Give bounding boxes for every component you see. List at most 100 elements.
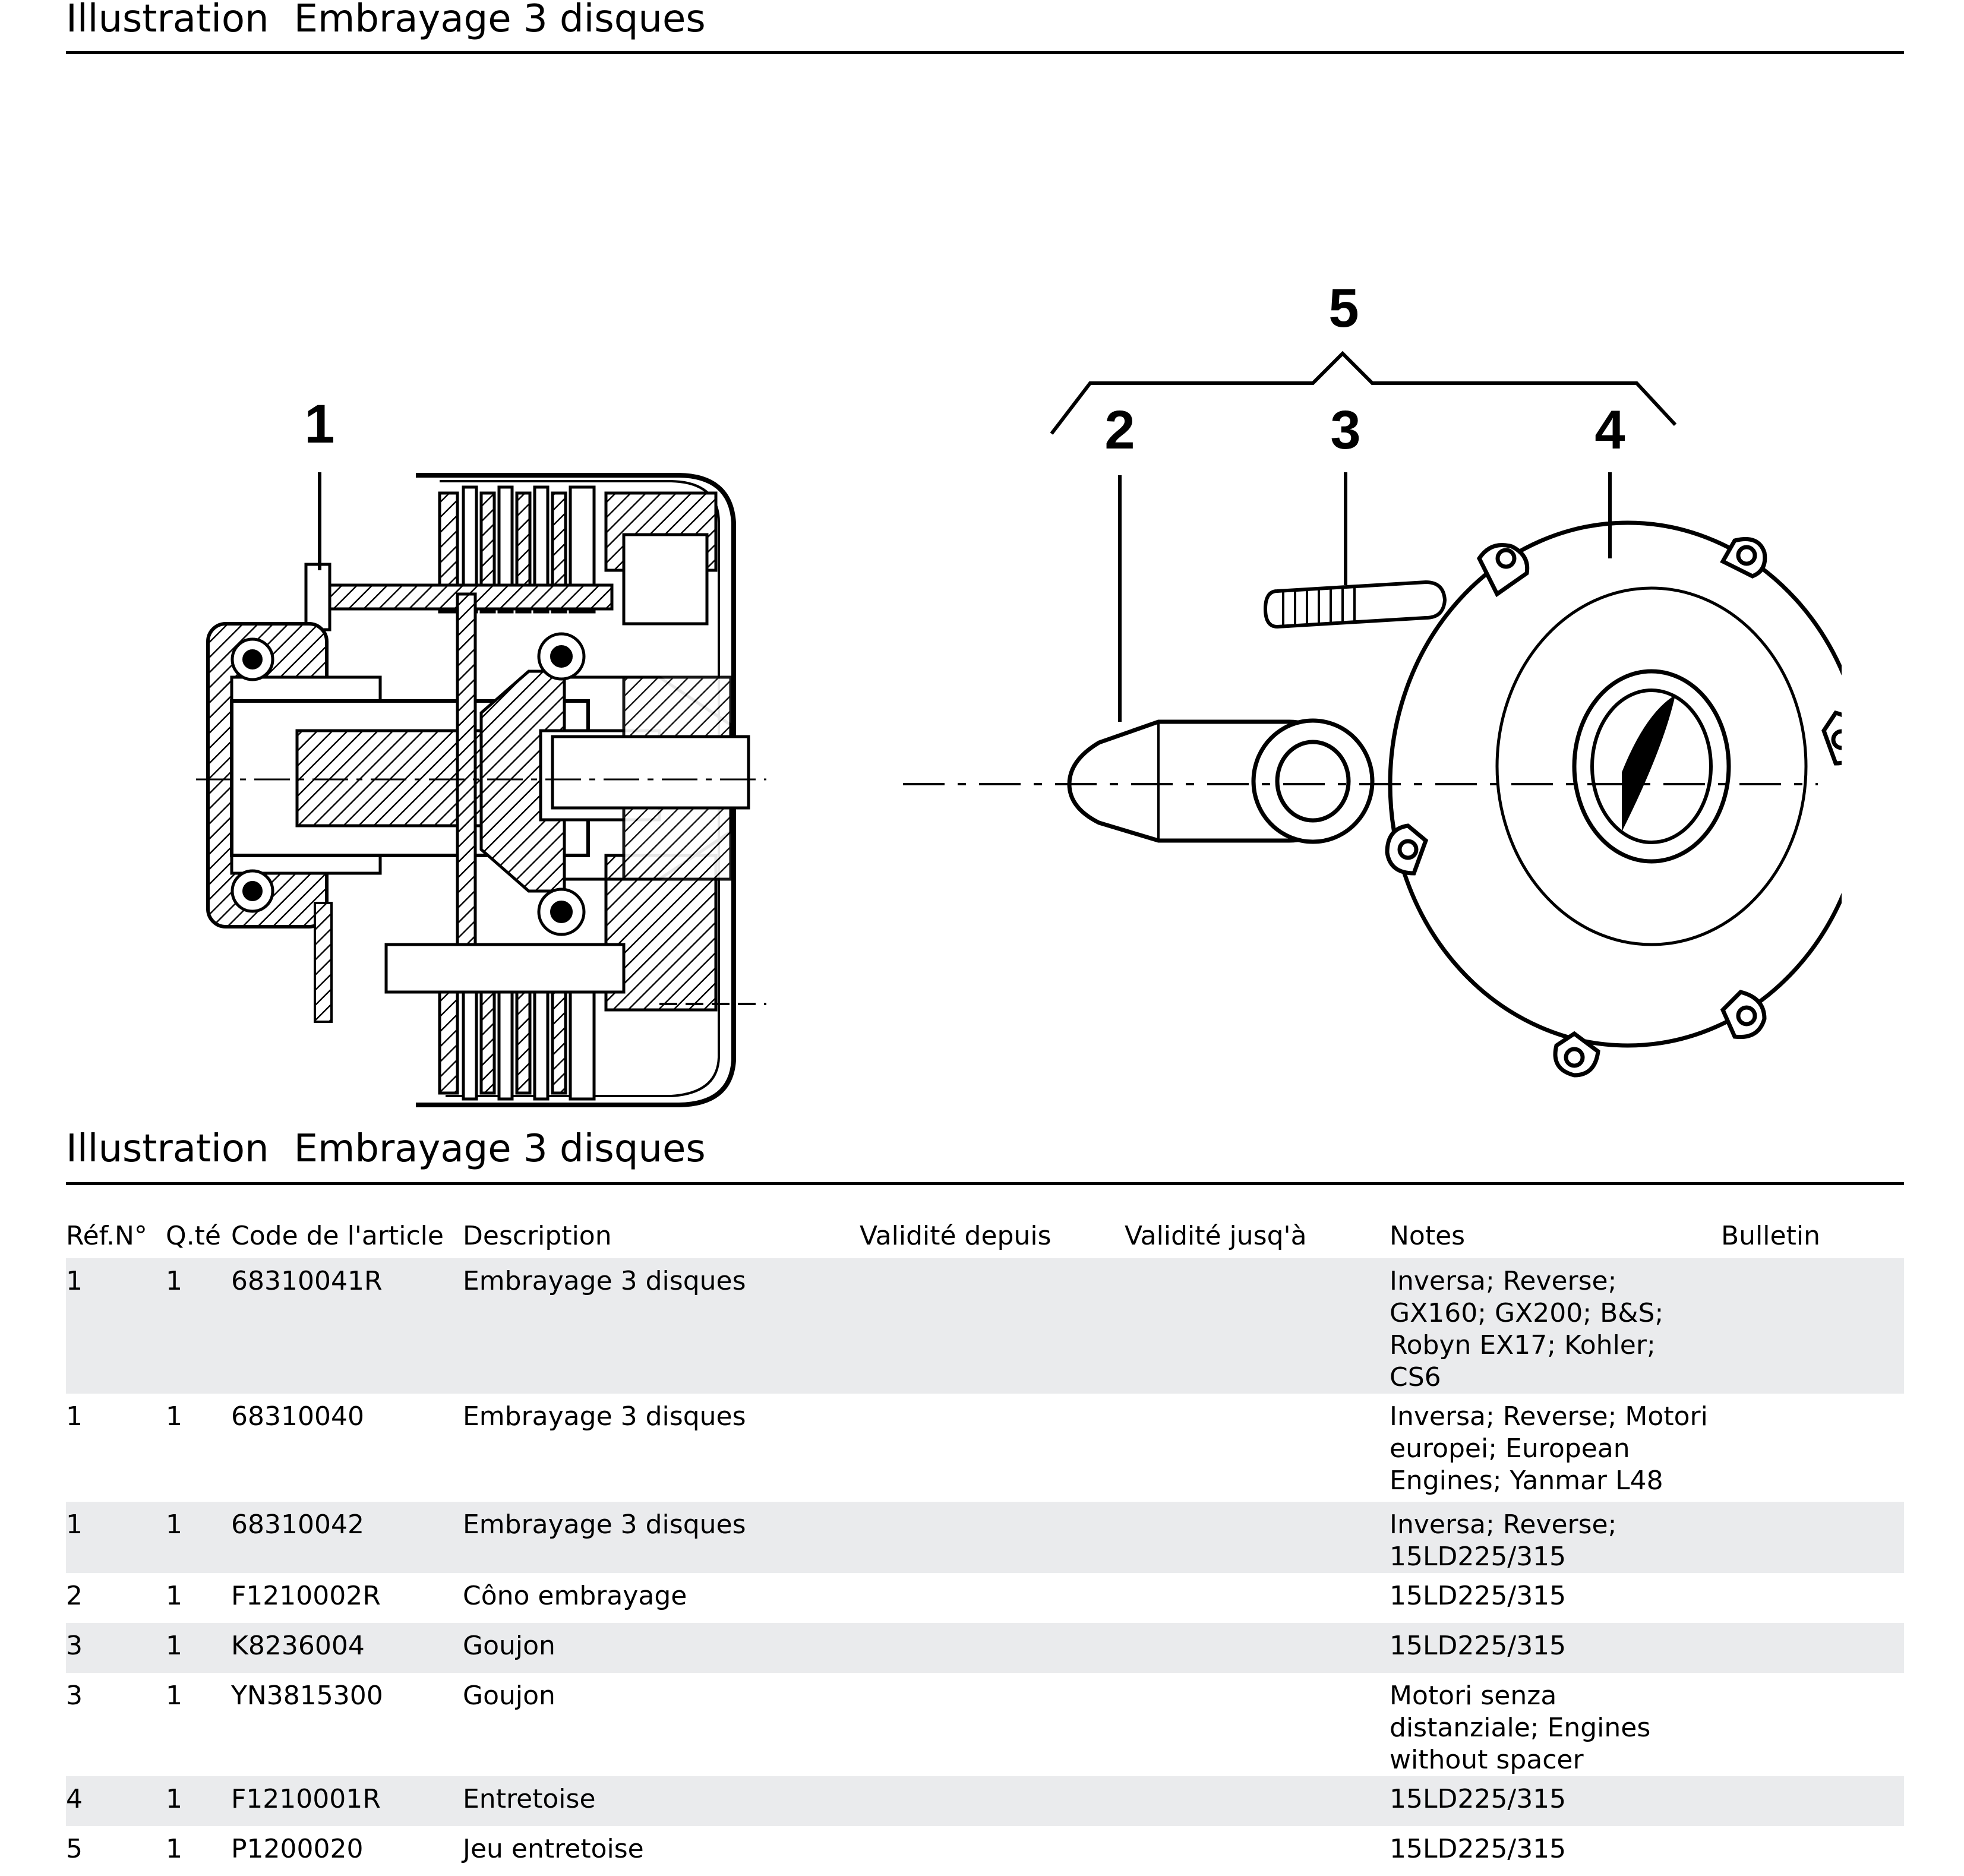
cell-valid-from <box>860 1826 1125 1876</box>
cell-description: Jeu entretoise <box>463 1834 644 1864</box>
table-row: 2 1 F1210002R Côno embrayage 15LD225/315 <box>66 1573 1904 1623</box>
stud-part <box>1263 580 1447 629</box>
header-qty: Q.té <box>166 1221 221 1251</box>
header-description: Description <box>463 1221 612 1251</box>
table-row: 4 1 F1210001R Entretoise 15LD225/315 <box>66 1776 1904 1826</box>
table-row: 1 1 68310041R Embrayage 3 disques Invers… <box>66 1258 1904 1394</box>
cell-qty: 1 <box>166 1581 182 1611</box>
cell-valid-from <box>860 1776 1125 1826</box>
cell-qty: 1 <box>166 1681 182 1711</box>
cell-bulletin <box>1721 1258 1904 1394</box>
cell-qty: 1 <box>166 1834 182 1864</box>
header-notes: Notes <box>1390 1221 1466 1251</box>
cell-code: F1210001R <box>231 1776 463 1826</box>
cell-code: P1200020 <box>231 1834 364 1864</box>
callout-3: 3 <box>1330 400 1360 460</box>
callout-4: 4 <box>1594 400 1625 460</box>
table-row: 5 1 P1200020 Jeu entretoise 15LD225/315 <box>66 1826 1904 1876</box>
page-title: Illustration Embrayage 3 disques <box>66 0 706 38</box>
cell-valid-from <box>860 1573 1125 1623</box>
cell-notes: Inversa; Reverse; GX160; GX200; B&S; Rob… <box>1390 1258 1721 1394</box>
cell-notes: Motori senza distanziale; Engines withou… <box>1390 1681 1651 1775</box>
header-code: Code de l'article <box>231 1221 444 1251</box>
parts-list-title: Illustration Embrayage 3 disques <box>66 1130 706 1168</box>
cell-valid-to <box>1125 1573 1390 1623</box>
cell-code: 68310041R <box>231 1258 463 1394</box>
cell-description: Entretoise <box>463 1776 860 1826</box>
table-header-row: Réf.N° Q.té Code de l'article Descriptio… <box>66 1206 1904 1258</box>
clutch-cone-part <box>1067 718 1375 844</box>
callout-1: 1 <box>304 394 334 454</box>
header-valid-to: Validité jusq'à <box>1125 1221 1307 1251</box>
cell-code: YN3815300 <box>231 1681 383 1711</box>
cell-ref: 5 <box>66 1834 83 1864</box>
cell-description: Côno embrayage <box>463 1581 687 1611</box>
cell-bulletin <box>1721 1826 1904 1876</box>
cell-valid-from <box>860 1258 1125 1394</box>
cell-notes: Inversa; Reverse; Motori europei; Europe… <box>1390 1401 1708 1496</box>
header-valid-from: Validité depuis <box>860 1221 1052 1251</box>
clutch-assembly-section <box>196 473 766 1107</box>
cell-bulletin <box>1721 1776 1904 1826</box>
cell-qty: 1 <box>166 1623 231 1673</box>
cell-ref: 2 <box>66 1581 83 1611</box>
table-row: 1 1 68310042 Embrayage 3 disques Inversa… <box>66 1502 1904 1573</box>
header-bulletin: Bulletin <box>1721 1221 1820 1251</box>
table-row: 3 1 YN3815300 Goujon Motori senza distan… <box>66 1673 1904 1776</box>
cell-notes: 15LD225/315 <box>1390 1776 1721 1826</box>
header-ref: Réf.N° <box>66 1221 147 1251</box>
cell-ref: 4 <box>66 1776 166 1826</box>
cell-valid-to <box>1125 1826 1390 1876</box>
cell-valid-from <box>860 1623 1125 1673</box>
callout-bracket-5 <box>1050 350 1677 435</box>
cell-bulletin <box>1721 1623 1904 1673</box>
cell-valid-to <box>1125 1623 1390 1673</box>
parts-table: Réf.N° Q.té Code de l'article Descriptio… <box>66 1206 1904 1876</box>
cell-bulletin <box>1721 1394 1904 1502</box>
cell-code: F1210002R <box>231 1581 381 1611</box>
cell-bulletin <box>1721 1502 1904 1573</box>
cell-description: Goujon <box>463 1681 555 1711</box>
cell-qty: 1 <box>166 1401 182 1432</box>
cell-valid-from <box>860 1394 1125 1502</box>
cell-description: Embrayage 3 disques <box>463 1502 860 1573</box>
table-row: 3 1 K8236004 Goujon 15LD225/315 <box>66 1623 1904 1673</box>
callout-5: 5 <box>1328 278 1359 339</box>
cell-code: K8236004 <box>231 1623 463 1673</box>
heading-label: Illustration <box>66 0 269 41</box>
cell-description: Embrayage 3 disques <box>463 1258 860 1394</box>
cell-valid-to <box>1125 1673 1390 1776</box>
cell-notes: Inversa; Reverse; 15LD225/315 <box>1390 1502 1721 1573</box>
cell-bulletin <box>1721 1673 1904 1776</box>
cell-ref: 1 <box>66 1258 166 1394</box>
cell-ref: 3 <box>66 1681 83 1711</box>
cell-qty: 1 <box>166 1258 231 1394</box>
cell-ref: 1 <box>66 1502 166 1573</box>
table-row: 1 1 68310040 Embrayage 3 disques Inversa… <box>66 1394 1904 1502</box>
cell-notes: 15LD225/315 <box>1390 1834 1567 1864</box>
cell-qty: 1 <box>166 1776 231 1826</box>
cell-bulletin <box>1721 1573 1904 1623</box>
cell-valid-to <box>1125 1394 1390 1502</box>
cell-valid-from <box>860 1673 1125 1776</box>
cell-description: Goujon <box>463 1623 860 1673</box>
heading-divider <box>66 51 1904 54</box>
cell-notes: 15LD225/315 <box>1390 1581 1567 1611</box>
cell-code: 68310040 <box>231 1401 364 1432</box>
cell-notes: 15LD225/315 <box>1390 1623 1721 1673</box>
parts-list-divider <box>66 1182 1904 1185</box>
exploded-view-illustration: 1 5 2 3 <box>196 278 1842 1107</box>
cell-ref: 3 <box>66 1623 166 1673</box>
cell-code: 68310042 <box>231 1502 463 1573</box>
heading-title: Embrayage 3 disques <box>293 0 706 41</box>
cell-valid-to <box>1125 1258 1390 1394</box>
heading-label: Illustration <box>66 1127 269 1171</box>
cell-ref: 1 <box>66 1401 83 1432</box>
cell-qty: 1 <box>166 1502 231 1573</box>
cell-valid-to <box>1125 1776 1390 1826</box>
cell-valid-from <box>860 1502 1125 1573</box>
callout-2: 2 <box>1104 400 1135 460</box>
cell-valid-to <box>1125 1502 1390 1573</box>
heading-title: Embrayage 3 disques <box>293 1127 706 1171</box>
cell-description: Embrayage 3 disques <box>463 1401 746 1432</box>
